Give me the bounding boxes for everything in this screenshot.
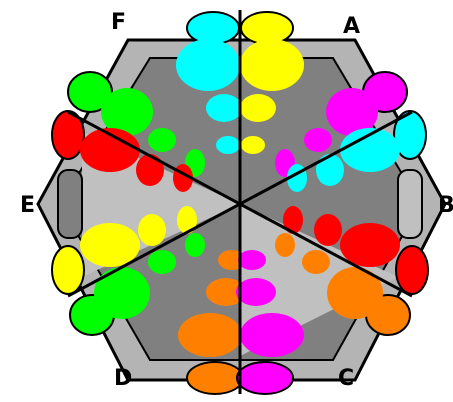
corner-label-b: B [438, 195, 453, 217]
corner-label-f: F [111, 12, 126, 34]
corner-label-c: C [338, 368, 354, 390]
corner-label-e: E [20, 195, 35, 217]
rim-bump-left [58, 170, 82, 238]
corner-label-d: D [114, 368, 132, 390]
rim-bump-right [398, 170, 422, 238]
corner-label-a: A [343, 16, 360, 38]
